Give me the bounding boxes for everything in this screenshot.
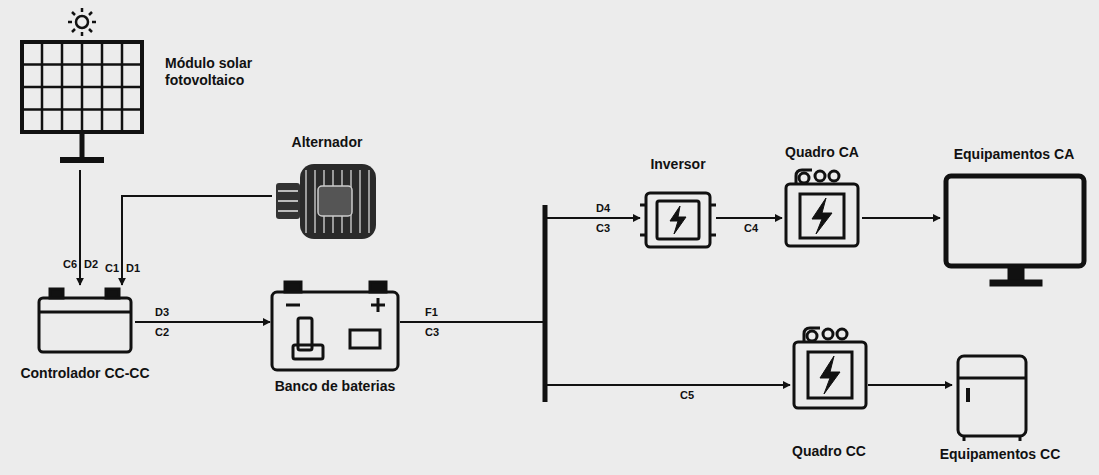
component-label: Equipamentos CC	[930, 446, 1070, 463]
cable-code: D1	[126, 262, 140, 275]
ac-panel-icon	[786, 170, 858, 246]
component-label: Módulo solar fotovoltaico	[165, 55, 280, 89]
cable-code: D2	[84, 258, 98, 271]
power-connector	[716, 217, 782, 219]
power-connector	[400, 322, 790, 385]
component-label: Quadro CC	[768, 443, 890, 460]
cable-code: D3	[155, 306, 169, 319]
component-node: Equipamentos CC	[952, 352, 1030, 442]
alternator-icon	[276, 164, 376, 239]
sun-symbol	[68, 8, 96, 36]
component-node: Módulo solar fotovoltaico	[10, 8, 155, 170]
cable-code: C5	[680, 389, 694, 402]
power-connector	[79, 170, 81, 285]
component-label: Banco de baterias	[255, 378, 415, 395]
component-label: Quadro CA	[762, 144, 882, 161]
component-node: Controlador CC-CC	[35, 285, 135, 355]
cable-code: D4	[596, 202, 610, 215]
controller-icon	[39, 289, 131, 352]
component-node: Quadro CA	[782, 168, 862, 248]
component-node: Alternador	[272, 160, 382, 242]
cable-code: F1	[425, 306, 438, 319]
power-connector	[400, 218, 640, 322]
component-label: Alternador	[252, 134, 402, 151]
component-node: Equipamentos CA	[940, 172, 1088, 290]
power-connector	[135, 321, 270, 323]
cable-code: C2	[155, 326, 169, 339]
component-label: Equipamentos CA	[934, 146, 1094, 163]
component-label: Controlador CC-CC	[5, 365, 165, 382]
cable-code: C3	[425, 326, 439, 339]
component-node: Banco de baterias	[270, 278, 400, 373]
component-node: Quadro CC	[790, 325, 868, 413]
cable-code: C1	[105, 262, 119, 275]
component-node: Inversor	[640, 190, 716, 250]
monitor-icon	[946, 176, 1084, 286]
cable-code: C6	[63, 258, 77, 271]
inverter-icon	[640, 193, 716, 247]
fridge-icon	[958, 356, 1026, 441]
dc-panel-icon	[794, 328, 866, 408]
power-connector	[862, 217, 940, 219]
battery-bank-icon	[272, 282, 398, 370]
component-label: Inversor	[610, 156, 746, 173]
power-connector	[122, 196, 272, 285]
cable-code: C3	[596, 222, 610, 235]
solar-panel-icon	[22, 42, 142, 160]
power-connector	[868, 384, 952, 386]
cable-code: C4	[744, 222, 758, 235]
